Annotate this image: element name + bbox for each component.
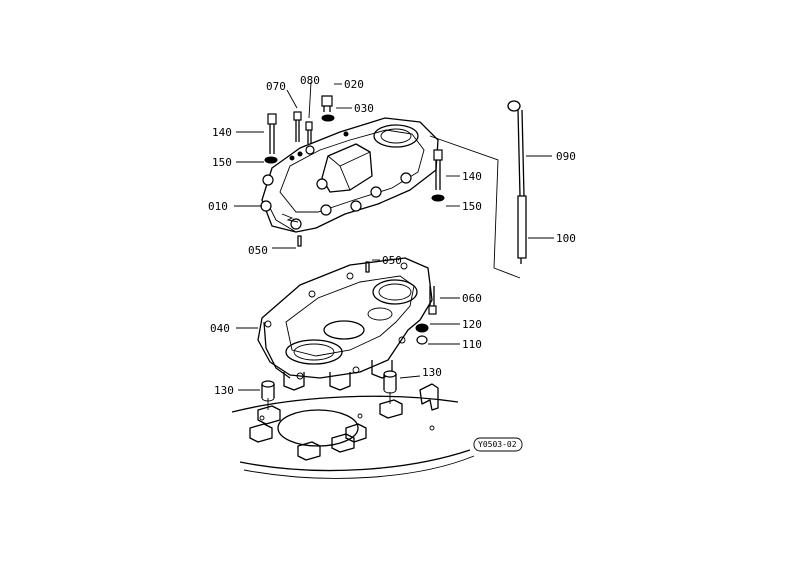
callout-020: 020	[344, 78, 364, 91]
oil-dipstick	[507, 100, 527, 264]
gear-case-lower	[257, 257, 433, 391]
bushing-130-left	[261, 380, 275, 402]
callout-130-left: 130	[214, 384, 234, 397]
bolt-080	[305, 121, 313, 144]
pin-050-lower	[365, 261, 370, 273]
gasket-030	[321, 114, 335, 122]
callout-150-left: 150	[212, 156, 232, 169]
callout-010: 010	[208, 200, 228, 213]
figure-code-stamp: Y0503-02	[473, 437, 523, 452]
callout-080: 080	[300, 74, 320, 87]
callout-130-right: 130	[422, 366, 442, 379]
bolt-140-left	[267, 113, 277, 154]
callout-110: 110	[462, 338, 482, 351]
engine-block-outline	[231, 395, 475, 479]
callout-070: 070	[266, 80, 286, 93]
callout-140-left: 140	[212, 126, 232, 139]
plug-020	[321, 95, 333, 112]
bolt-070	[293, 111, 302, 142]
callout-060: 060	[462, 292, 482, 305]
pin-050-upper	[297, 235, 302, 247]
callout-100: 100	[556, 232, 576, 245]
callout-090: 090	[556, 150, 576, 163]
figure-code: Y0503-02	[478, 440, 517, 449]
washer-150-left	[264, 156, 278, 164]
washer-150-right	[431, 194, 445, 202]
callout-050-lower: 050	[382, 254, 402, 267]
bolt-060	[428, 286, 437, 315]
callout-150-right: 150	[462, 200, 482, 213]
callout-050-upper: 050	[248, 244, 268, 257]
callout-120: 120	[462, 318, 482, 331]
callout-140-right: 140	[462, 170, 482, 183]
bushing-130-right	[383, 370, 397, 394]
gear-case-cover	[260, 117, 439, 233]
seal-110	[416, 335, 428, 345]
washer-120	[415, 323, 429, 333]
dipstick-tube-line	[429, 135, 521, 279]
bolt-140-right	[433, 149, 443, 190]
callout-030: 030	[354, 102, 374, 115]
bracket-130	[419, 383, 439, 411]
leader-lines	[234, 81, 554, 410]
callout-040: 040	[210, 322, 230, 335]
